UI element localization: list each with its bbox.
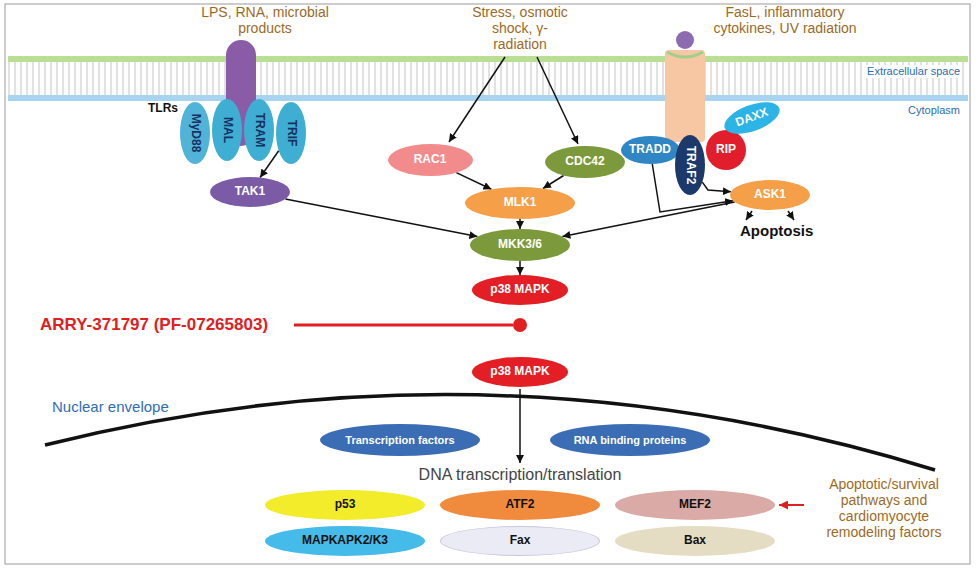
apoptosis-arrow — [788, 211, 794, 220]
lipid-bilayer — [8, 62, 968, 95]
kinase-ellipse: ASK1 — [730, 180, 810, 210]
receptor-label: TLRs — [148, 102, 178, 115]
protein-name: TRADD — [629, 143, 671, 156]
gtpase-ellipse: CDC42 — [545, 146, 625, 178]
kinase-ellipse: MLK1 — [465, 187, 575, 219]
target-ellipse: ATF2 — [440, 490, 600, 520]
adaptor-ellipse: TRIF — [276, 102, 306, 164]
signal-arrow — [519, 261, 521, 275]
protein-name: TRAF2 — [683, 146, 696, 185]
adaptor-ellipse: MAL — [212, 99, 242, 161]
target-ellipse: MAPKAPK2/K3 — [265, 526, 425, 556]
gtpase-ellipse: RAC1 — [388, 144, 473, 176]
protein-name: Transcription factors — [345, 434, 454, 446]
adaptor-ellipse: TRAM — [244, 99, 274, 161]
stimulus-label: FasL, inflammatory cytokines, UV radiati… — [697, 4, 873, 36]
adaptor-ellipse: TRADD — [621, 136, 680, 164]
fas-ligand — [676, 31, 694, 49]
receptor-cap — [667, 52, 703, 57]
signal-arrow — [285, 199, 477, 237]
protein-name: MEF2 — [679, 498, 711, 511]
nuclear-envelope — [45, 395, 935, 470]
protein-name: p38 MAPK — [490, 283, 549, 296]
protein-name: MKK3/6 — [498, 238, 542, 251]
inhibitor-dot — [513, 318, 527, 332]
protein-name: RNA binding proteins — [574, 434, 687, 446]
compartment-label: Extracellular space — [865, 65, 962, 78]
adaptor-ellipse: TRAF2 — [675, 135, 705, 195]
protein-name: TRIF — [284, 120, 297, 147]
protein-name: MyD88 — [188, 114, 201, 153]
drug-label: ARRY-371797 (PF-07265803) — [40, 315, 268, 335]
protein-name: Fax — [510, 534, 531, 547]
inner-membrane-band — [8, 95, 968, 101]
protein-name: CDC42 — [565, 155, 604, 168]
protein-name: p38 MAPK — [490, 365, 549, 378]
inhibitor-line — [294, 324, 513, 327]
signal-arrow — [702, 182, 731, 192]
target-ellipse: Bax — [615, 526, 775, 556]
protein-name: p53 — [335, 498, 356, 511]
protein-name: RAC1 — [414, 153, 447, 166]
outcome-label: Apoptosis — [740, 222, 813, 239]
apoptosis-arrow — [746, 211, 752, 220]
protein-name: ATF2 — [505, 498, 534, 511]
compartment-label: Cytoplasm — [906, 104, 962, 117]
nuclear-arrow — [519, 389, 521, 463]
protein-name: MAPKAPK2/K3 — [302, 534, 388, 547]
protein-name: DAXX — [734, 106, 770, 130]
stimulus-arrow — [449, 57, 505, 142]
stimulus-label: Stress, osmotic shock, γ-radiation — [466, 4, 574, 52]
adaptor-circle: RIP — [706, 130, 746, 170]
protein-name: MLK1 — [504, 196, 537, 209]
annotation-arrow — [779, 504, 804, 506]
target-ellipse: p53 — [265, 490, 425, 520]
target-ellipse: Fax — [440, 526, 600, 556]
factor-ellipse: Transcription factors — [320, 424, 480, 456]
process-label: DNA transcription/translation — [370, 466, 670, 484]
protein-name: TRAM — [252, 113, 265, 148]
kinase-ellipse: TAK1 — [210, 177, 290, 207]
protein-name: TAK1 — [235, 185, 265, 198]
stimulus-arrow — [537, 57, 578, 144]
protein-name: MAL — [220, 117, 233, 143]
kinase-ellipse: p38 MAPK — [472, 357, 568, 387]
fas-receptor — [665, 50, 705, 142]
signal-arrow — [456, 173, 491, 190]
protein-name: Bax — [684, 534, 706, 547]
annotation-label: Apoptotic/survival pathways and cardiomy… — [806, 476, 962, 540]
protein-name: ASK1 — [754, 188, 786, 201]
signal-arrow — [562, 202, 734, 236]
factor-ellipse: RNA binding proteins — [550, 424, 710, 456]
outer-membrane-band — [8, 56, 968, 62]
signal-arrow — [519, 219, 521, 229]
figure-frame — [5, 4, 970, 564]
protein-name: RIP — [716, 143, 736, 156]
compartment-label: Nuclear envelope — [52, 398, 169, 415]
target-ellipse: MEF2 — [615, 490, 775, 520]
kinase-ellipse: MKK3/6 — [470, 229, 570, 261]
kinase-ellipse: p38 MAPK — [472, 275, 568, 305]
adaptor-ellipse: MyD88 — [180, 102, 210, 164]
signal-arrow — [543, 176, 564, 189]
stimulus-label: LPS, RNA, microbial products — [200, 4, 330, 36]
